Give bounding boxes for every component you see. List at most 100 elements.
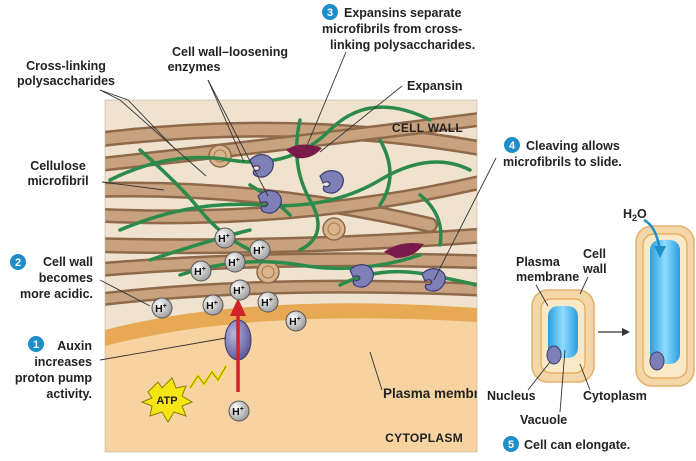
cellulose-label-line1: Cellulose bbox=[30, 159, 86, 173]
loosening-enzymes bbox=[249, 154, 446, 292]
step-1-line2: increases bbox=[34, 355, 92, 369]
small-cell-nucleus bbox=[546, 345, 562, 365]
small-cell-vacuole bbox=[548, 306, 578, 358]
inset-nucleus-label: Nucleus bbox=[487, 389, 536, 403]
leader-inset-wall bbox=[579, 276, 589, 295]
plasma-membrane-band bbox=[105, 303, 477, 346]
leader-lines bbox=[99, 51, 497, 391]
microfibril-end bbox=[322, 217, 346, 241]
leader-step3 bbox=[305, 51, 347, 149]
step-5-number: 5 bbox=[508, 439, 514, 451]
microfibril-end bbox=[256, 260, 280, 284]
inset-arrow bbox=[598, 328, 630, 336]
large-cell-vacuole bbox=[650, 240, 680, 364]
water-arrow-head bbox=[654, 246, 666, 258]
step-2-line2: becomes bbox=[39, 271, 93, 285]
inset-plasma-label-line1: Plasma bbox=[516, 255, 561, 269]
step-3-line2: microfibrils from cross- bbox=[322, 22, 462, 36]
leader-plasma-membrane bbox=[369, 351, 383, 391]
hydrogen-ion-circle bbox=[257, 291, 279, 313]
leader-step4 bbox=[433, 157, 497, 281]
hydrogen-ion: H+ bbox=[229, 279, 251, 301]
hydrogen-ion-circle bbox=[151, 297, 173, 319]
enzymes-label-line1: Cell wall–loosening bbox=[172, 45, 288, 59]
hydrogen-ion-circle bbox=[224, 251, 246, 273]
hydrogen-ion-circle bbox=[190, 260, 212, 282]
inset-vacuole-label: Vacuole bbox=[520, 413, 567, 427]
step-1-line1: Auxin bbox=[57, 339, 92, 353]
leader-cross-linking bbox=[99, 89, 177, 151]
microfibril-end bbox=[327, 222, 341, 236]
hydrogen-ion-label: H+ bbox=[261, 297, 273, 309]
hydrogen-ion-label: H+ bbox=[228, 257, 240, 269]
microfibril-end bbox=[213, 149, 227, 163]
inset-large-cell bbox=[635, 225, 695, 387]
hydrogen-ion-circle bbox=[285, 310, 307, 332]
step-2-line1: Cell wall bbox=[43, 255, 93, 269]
microfibril-end bbox=[261, 265, 275, 279]
step-1-number: 1 bbox=[33, 339, 39, 351]
polysaccharide-strand bbox=[148, 228, 252, 262]
step-5-marker bbox=[503, 436, 519, 452]
atp-label: ATP bbox=[156, 395, 177, 407]
hydrogen-ion-label: H+ bbox=[206, 300, 218, 312]
main-panel: ATP H+H+H+H+H+H+H+H+H+H+ CELL WALL Plasm… bbox=[105, 100, 503, 452]
enzyme bbox=[349, 264, 374, 288]
leader-inset-cytoplasm bbox=[579, 363, 591, 391]
step-4-line2: microfibrils to slide. bbox=[503, 155, 622, 169]
hydrogen-ion: H+ bbox=[151, 297, 173, 319]
step-4-number: 4 bbox=[509, 140, 516, 152]
cross-linking-label-line2: polysaccharides bbox=[17, 74, 115, 88]
step-4-marker bbox=[504, 137, 520, 153]
large-cell-nucleus bbox=[649, 351, 665, 371]
inset-cytoplasm-label: Cytoplasm bbox=[583, 389, 647, 403]
hydrogen-ion-label: H+ bbox=[155, 303, 167, 315]
enzyme bbox=[249, 154, 274, 178]
hydrogen-ion-label: H+ bbox=[253, 245, 265, 257]
step-3-number: 3 bbox=[327, 7, 333, 19]
microfibril-highlight bbox=[105, 177, 477, 222]
hydrogen-ion: H+ bbox=[214, 227, 236, 249]
water-label: H2O bbox=[623, 207, 647, 223]
leader-enzymes bbox=[207, 79, 245, 163]
step-1-line4: activity. bbox=[46, 387, 92, 401]
cellulose-label-line2: microfibril bbox=[27, 174, 88, 188]
inset-wall-label-line1: Cell bbox=[583, 247, 606, 261]
hydrogen-ion: H+ bbox=[285, 310, 307, 332]
cross-linking-polysaccharides bbox=[108, 105, 477, 287]
hydrogen-ion-circle bbox=[228, 400, 250, 422]
step-5: 5 Cell can elongate. bbox=[503, 436, 630, 452]
inset-small-cell bbox=[531, 289, 595, 383]
cytoplasm-area bbox=[105, 312, 477, 452]
step-1-line3: proton pump bbox=[15, 371, 92, 385]
expansin-protein bbox=[286, 144, 322, 159]
polysaccharide-strand bbox=[418, 193, 443, 247]
expansin-protein bbox=[384, 243, 424, 258]
leader-inset-vacuole bbox=[559, 349, 566, 413]
hydrogen-ion-label: H+ bbox=[194, 266, 206, 278]
step-3: 3 Expansins separate microfibrils from c… bbox=[322, 4, 475, 52]
inset-labels: Plasma membrane Cell wall Nucleus Vacuol… bbox=[487, 247, 647, 427]
hydrogen-ion-label: H+ bbox=[232, 406, 244, 418]
enzymes-label-line2: enzymes bbox=[168, 60, 221, 74]
hydrogen-ion-circle bbox=[229, 279, 251, 301]
hydrogen-ion-circle bbox=[202, 294, 224, 316]
leader-inset-plasma bbox=[535, 284, 549, 307]
inset-wall-label-line2: wall bbox=[582, 262, 607, 276]
enzyme bbox=[257, 190, 282, 214]
step-5-line1: Cell can elongate. bbox=[524, 438, 630, 452]
step-2-line3: more acidic. bbox=[20, 287, 93, 301]
step-4: 4 Cleaving allows microfibrils to slide. bbox=[503, 137, 622, 169]
hydrogen-ion: H+ bbox=[249, 239, 271, 261]
elongation-arrow-head bbox=[622, 328, 630, 336]
step-3-line3: linking polysaccharides. bbox=[330, 38, 475, 52]
hydrogen-ion-circle bbox=[214, 227, 236, 249]
labels-left: Cross-linking polysaccharides Cell wall–… bbox=[17, 45, 463, 188]
hydrogen-ion-circle bbox=[249, 239, 271, 261]
microfibril-highlight bbox=[105, 114, 477, 169]
hydrogen-ion: H+ bbox=[202, 294, 224, 316]
plasma-membrane-label: Plasma membrane bbox=[383, 386, 503, 401]
polysaccharide-strand bbox=[108, 105, 432, 182]
water-influx: H2O bbox=[623, 207, 666, 258]
